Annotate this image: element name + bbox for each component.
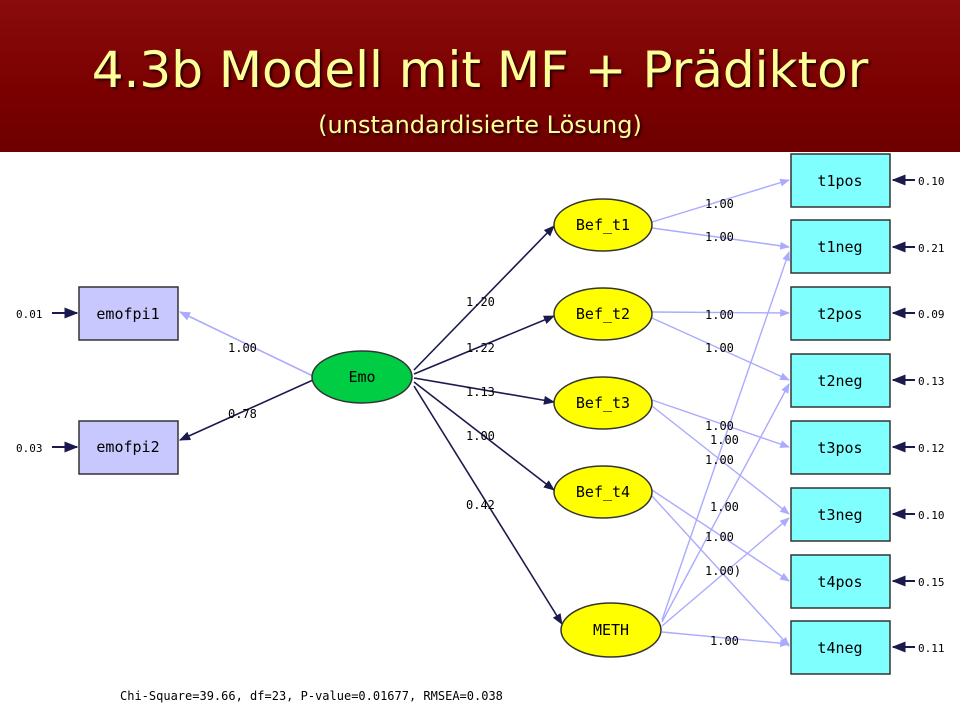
node-label: Bef_t1 [576,216,630,234]
path-meth-t4neg [661,631,790,648]
error-value-t4neg: 0.11 [918,642,945,655]
node-t3pos: t3pos [790,420,891,475]
path-meth-t1neg [661,251,790,621]
loading-bef-t4-a: 1.00 [705,453,734,467]
error-value-t1pos: 0.10 [918,175,945,188]
slide-subtitle: (unstandardisierte Lösung) [318,111,642,139]
slide-title: 4.3b Modell mit MF + Prädiktor [91,41,869,99]
loading-bef-t3-a: 1.00 [705,419,734,433]
loading-emo-bef-t4: 1.00 [466,429,495,443]
error-value-t2pos: 0.09 [918,308,945,321]
node-label: Emo [348,368,375,386]
node-meth: METH [560,602,662,658]
node-emofpi1: emofpi1 [78,286,179,341]
node-t1neg: t1neg [790,219,891,274]
loading-bef-t3-b: 1.00 [710,433,739,447]
loading-bef-t2-t2neg: 1.00 [705,341,734,355]
loading-emo-bef-t3: 1.13 [466,385,495,399]
node-label: t1neg [817,238,862,256]
node-label: t1pos [817,172,862,190]
error-value-t4pos: 0.15 [918,576,945,589]
path-bef-t3-t3pos [651,399,790,448]
error-value-t3neg: 0.10 [918,509,945,522]
node-label: t3pos [817,439,862,457]
path-meth-t2neg [661,383,790,623]
path-meth-t3neg [661,517,790,627]
loading-emo-emofpi1: 1.00 [228,341,257,355]
loading-emo-meth: 0.42 [466,498,495,512]
path-emo-bef-t1 [413,225,555,371]
loading-meth-b: 1.00 [705,530,734,544]
path-bef-t3-t3neg [651,405,790,515]
node-label: t3neg [817,506,862,524]
loading-emo-bef-t1: 1.20 [466,295,495,309]
path-bef-t2-t2neg [651,317,790,381]
loading-meth-a: 1.00 [710,500,739,514]
node-label: Bef_t3 [576,394,630,412]
slide-header: 4.3b Modell mit MF + Prädiktor (unstanda… [0,0,960,152]
path-emo-emofpi1 [178,311,314,377]
node-label: Bef_t4 [576,483,630,501]
path-bef-t1-t1neg [651,227,790,250]
node-t1pos: t1pos [790,153,891,208]
node-emo: Emo [311,350,413,404]
node-t2pos: t2pos [790,286,891,341]
error-value-emofpi1: 0.01 [16,308,43,321]
node-emofpi2: emofpi2 [78,420,179,475]
path-emo-bef-t4 [413,381,555,491]
node-t2neg: t2neg [790,353,891,408]
node-label: METH [593,621,629,639]
error-value-t2neg: 0.13 [918,375,945,388]
loading-emo-emofpi2: 0.78 [228,407,257,421]
node-bef-t2: Bef_t2 [553,287,653,341]
node-label: t4pos [817,573,862,591]
path-bef-t4-t4neg [651,495,790,647]
error-value-t3pos: 0.12 [918,442,945,455]
node-bef-t1: Bef_t1 [553,198,653,252]
node-t4pos: t4pos [790,554,891,609]
error-value-emofpi2: 0.03 [16,442,43,455]
path-emo-bef-t3 [413,377,556,405]
loading-bef-t1-t1pos: 1.00 [705,197,734,211]
loading-meth-c: 1.00) [705,564,741,578]
node-label: Bef_t2 [576,305,630,323]
loading-bef-t2-t2pos: 1.00 [705,308,734,322]
path-emo-bef-t2 [413,315,556,375]
node-label: emofpi2 [96,438,159,456]
fit-statistics: Chi-Square=39.66, df=23, P-value=0.01677… [120,689,503,703]
loading-emo-bef-t2: 1.22 [466,341,495,355]
path-emo-meth [413,385,563,625]
node-label: emofpi1 [96,305,159,323]
node-bef-t4: Bef_t4 [553,465,653,519]
node-label: t4neg [817,639,862,657]
loading-bef-t1-t1neg: 1.00 [705,230,734,244]
path-bef-t2-t2pos [651,309,790,317]
path-bef-t4-t4pos [651,489,790,582]
loading-meth-t4neg: 1.00 [710,634,739,648]
node-label: t2pos [817,305,862,323]
node-t3neg: t3neg [790,487,891,542]
path-bef-t1-t1pos [651,178,790,223]
node-t4neg: t4neg [790,620,891,675]
path-emo-emofpi2 [178,379,314,441]
node-label: t2neg [817,372,862,390]
error-value-t1neg: 0.21 [918,242,945,255]
node-bef-t3: Bef_t3 [553,376,653,430]
